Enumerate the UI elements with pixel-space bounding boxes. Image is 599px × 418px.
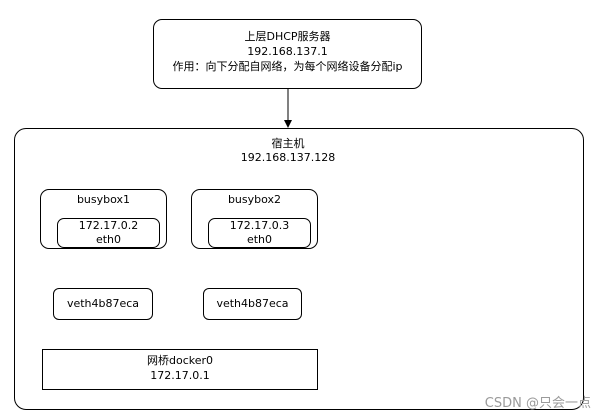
host-machine-title: 宿主机 <box>271 137 305 150</box>
bridge-docker0-ip: 172.17.0.1 <box>150 369 210 382</box>
container-busybox2-name: busybox2 <box>227 193 282 206</box>
container-busybox2-ip: 172.17.0.3 <box>229 219 290 232</box>
dhcp-server-title: 上层DHCP服务器 <box>244 30 331 43</box>
container-busybox2-eth0-box <box>208 218 311 248</box>
container-busybox1-eth0-box <box>57 218 160 248</box>
veth-1-name: veth4b87eca <box>66 297 140 310</box>
bridge-docker0-box <box>42 349 318 390</box>
container-busybox1-ip: 172.17.0.2 <box>78 219 139 232</box>
veth-2-box <box>203 288 302 320</box>
veth-2-name: veth4b87eca <box>216 297 289 310</box>
dhcp-server-ip: 192.168.137.1 <box>247 45 328 58</box>
container-busybox2-iface: eth0 <box>246 233 273 246</box>
csdn-watermark: CSDN @只会一点 <box>484 396 591 411</box>
veth-1-box <box>53 288 153 320</box>
bridge-docker0-name: 网桥docker0 <box>146 354 214 367</box>
container-busybox1-iface: eth0 <box>95 233 122 246</box>
container-busybox1-name: busybox1 <box>76 193 131 206</box>
dhcp-server-description: 作用：向下分配自网络，为每个网络设备分配ip <box>172 60 403 73</box>
dhcp-server-box <box>153 19 422 89</box>
host-machine-ip: 192.168.137.128 <box>240 151 336 164</box>
